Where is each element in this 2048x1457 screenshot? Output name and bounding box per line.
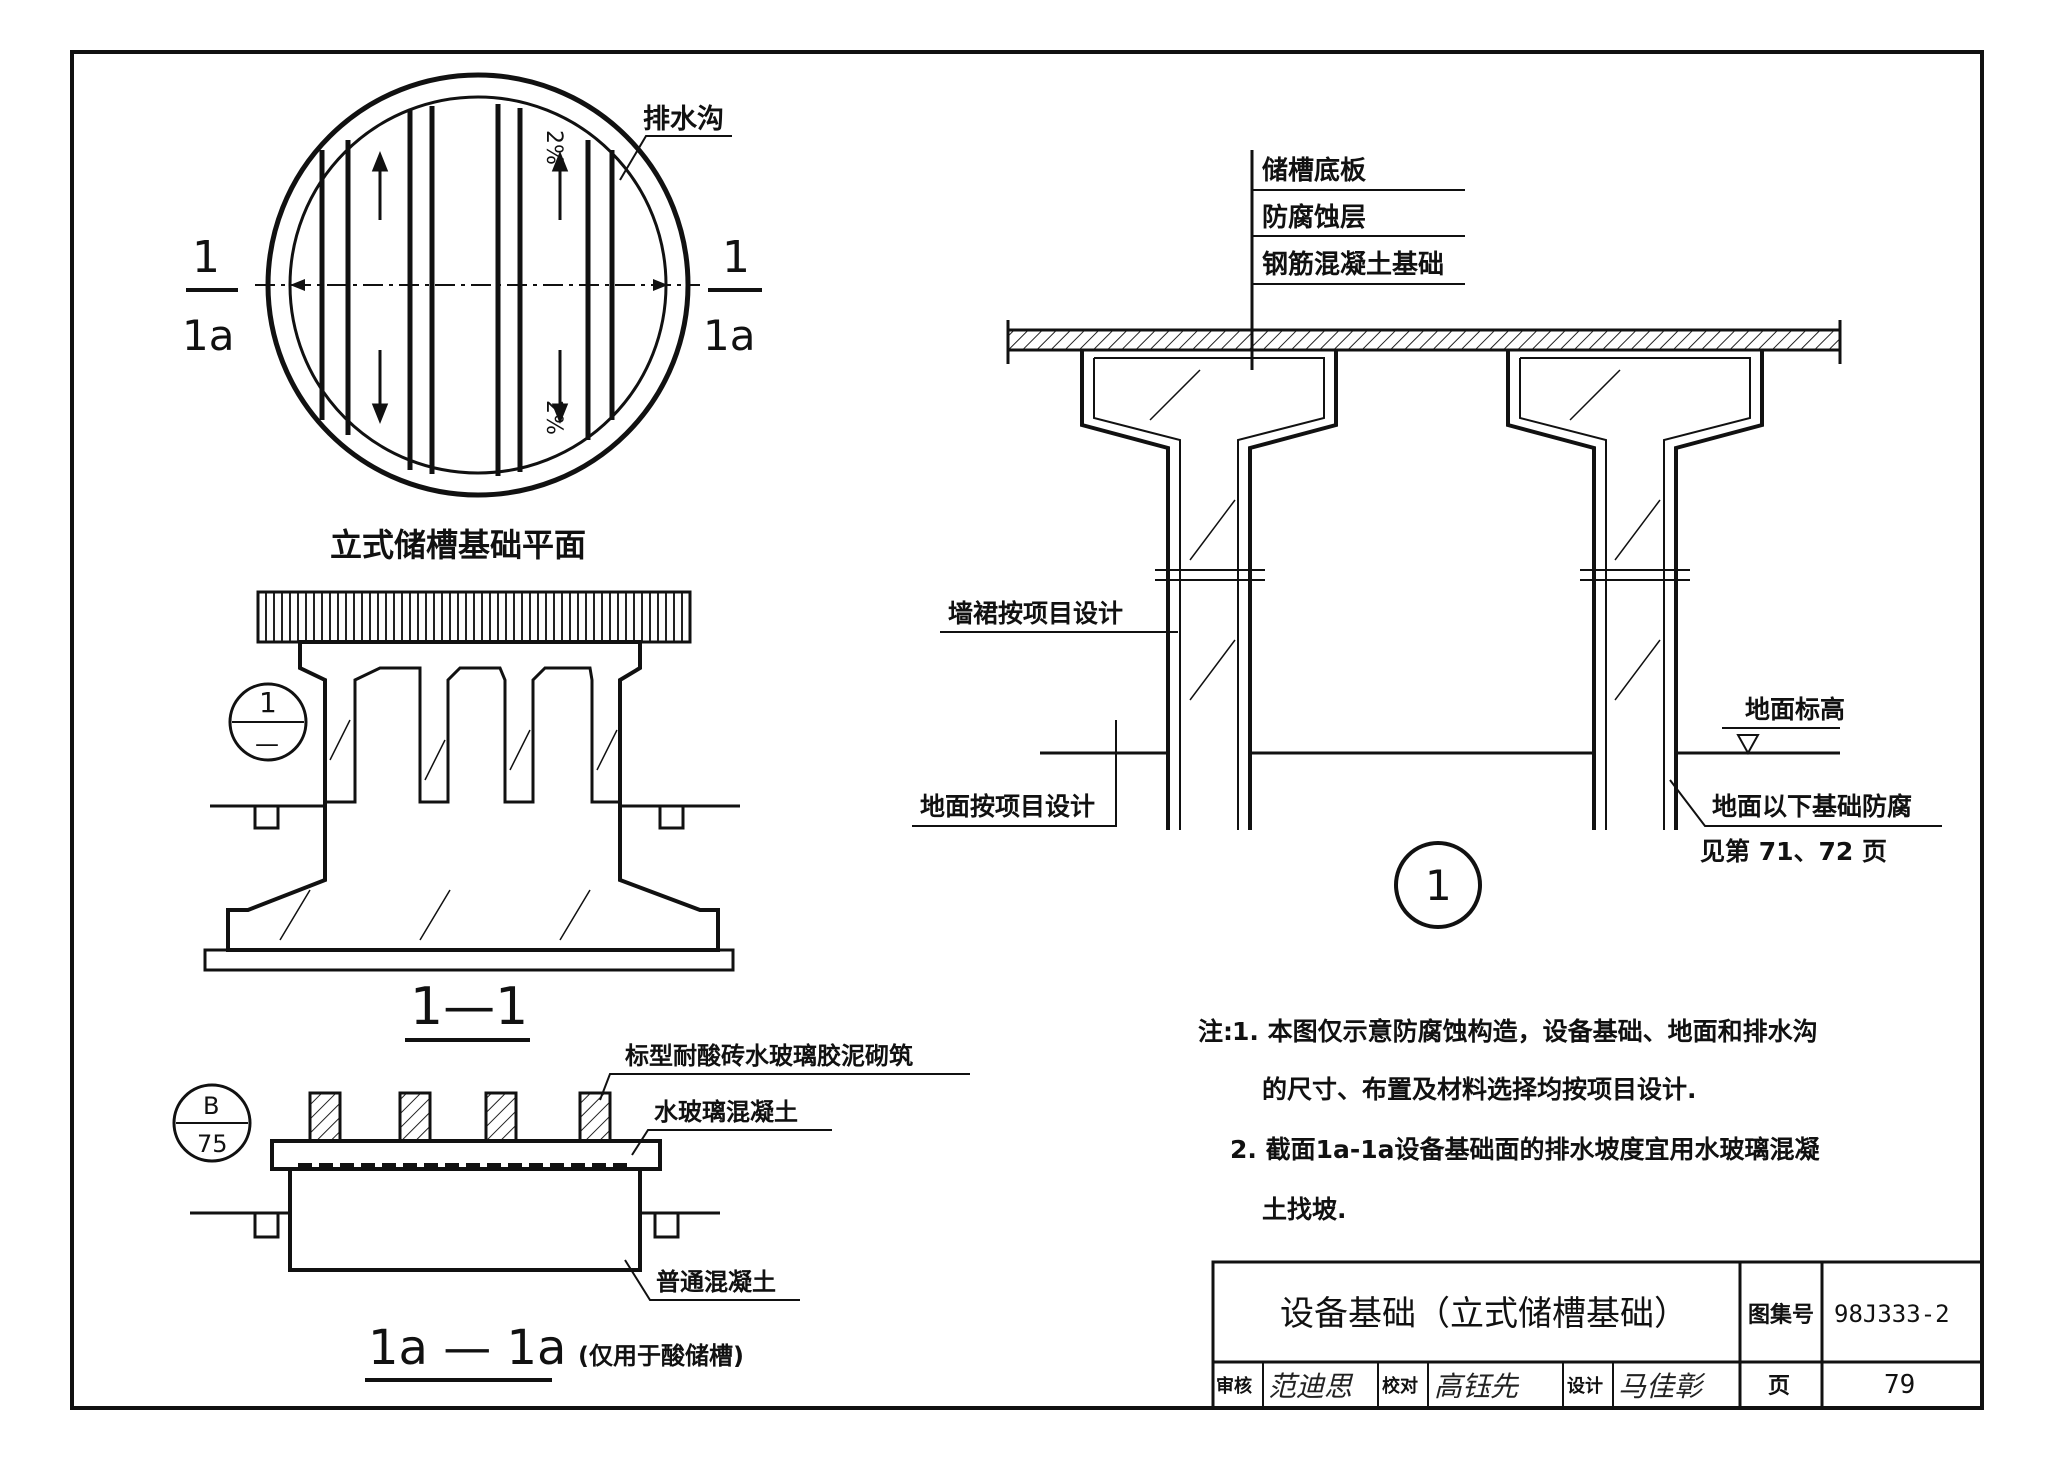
- title-block: [1211, 1260, 1984, 1410]
- section-1a-subtitle: (仅用于酸储槽): [578, 1342, 744, 1370]
- label-see-pages: 见第 71、72 页: [1700, 837, 1887, 866]
- right-pier-inner: [1519, 357, 1751, 830]
- notes-prefix: 注:: [1198, 1017, 1233, 1046]
- detail-ref-letter: B: [203, 1092, 219, 1120]
- leader-below-ground: [1669, 779, 1942, 827]
- note-line-1: 1. 本图仅示意防腐蚀构造，设备基础、地面和排水沟: [1232, 1017, 1818, 1046]
- slope-text-bottom: 2%: [541, 400, 566, 435]
- section-1a-title: 1a — 1a: [368, 1320, 566, 1376]
- label-ordinary-concrete: 普通混凝土: [656, 1268, 776, 1296]
- drain-leader: [619, 135, 732, 181]
- cut-right-number: 1: [722, 232, 750, 283]
- section-ref-denominator: —: [255, 730, 279, 758]
- drain-strips: [319, 104, 615, 476]
- concrete-hatch-lines: [279, 719, 618, 941]
- cut-arrows: [290, 279, 668, 291]
- gutter-left: [253, 806, 280, 830]
- foundation-outline: [298, 640, 642, 804]
- foundation-body: [226, 640, 720, 952]
- level-symbol: [1736, 734, 1760, 756]
- check-signature: 高钰先: [1434, 1370, 1520, 1403]
- label-rc-foundation: 钢筋混凝土基础: [1262, 249, 1444, 280]
- atlas-label: 图集号: [1748, 1302, 1814, 1328]
- section-1-1: 1 — 1—1: [203, 590, 740, 1042]
- note-line-4: 土找坡.: [1262, 1195, 1347, 1224]
- note-line-3: 2. 截面1a-1a设备基础面的排水坡度宜用水玻璃混凝: [1230, 1135, 1821, 1164]
- label-below-ground: 地面以下基础防腐: [1712, 792, 1912, 821]
- section-ref-number: 1: [259, 686, 277, 719]
- foundation-base: [203, 948, 735, 972]
- cut-left-denominator: 1a: [182, 311, 234, 360]
- left-pier-inner: [1093, 357, 1325, 830]
- detail-callout-circle: [1394, 841, 1482, 929]
- drawing-frame: [70, 50, 1984, 1410]
- review-signature: 范迪思: [1268, 1370, 1354, 1403]
- tank-bottom-hatch: [256, 590, 692, 644]
- left-pier-outer: [1080, 350, 1338, 830]
- pier-hatch-lines: [1149, 369, 1661, 701]
- right-pier-outer: [1506, 350, 1764, 830]
- section-1a-1a: B 75 标型耐酸砖水玻璃胶泥砌筑 水玻璃混凝土 普通混凝土 1a — 1a (…: [172, 1042, 970, 1382]
- label-wall-skirt: 墙裙按项目设计: [948, 599, 1123, 628]
- cut-right-denominator: 1a: [703, 311, 755, 360]
- drain-label: 排水沟: [643, 104, 724, 135]
- gutter-1a-right: [653, 1213, 680, 1239]
- note-line-2: 的尺寸、布置及材料选择均按项目设计.: [1262, 1075, 1697, 1104]
- acid-bricks: [308, 1091, 612, 1143]
- label-glass-concrete: 水玻璃混凝土: [654, 1098, 798, 1126]
- slope-text-top: 2%: [541, 130, 566, 165]
- check-label: 校对: [1382, 1375, 1418, 1397]
- detail-callout-number: 1: [1425, 861, 1452, 910]
- flow-arrows: [371, 150, 569, 425]
- label-tank-bottom: 储槽底板: [1262, 155, 1366, 186]
- label-anticorrosion-layer: 防腐蚀层: [1262, 203, 1366, 233]
- gutter-right: [658, 806, 685, 830]
- detail-ref-page: 75: [197, 1130, 228, 1158]
- leader-glass-concrete: [631, 1129, 832, 1156]
- gutter-1a-left: [253, 1213, 280, 1239]
- section-1-1-title: 1—1: [410, 977, 528, 1037]
- tank-bottom-plate: [1006, 328, 1842, 352]
- leader-acid-brick: [599, 1073, 970, 1101]
- label-floor: 地面按项目设计: [920, 792, 1095, 821]
- atlas-number: 98J333-2: [1834, 1300, 1950, 1328]
- title-block-title: 设备基础（立式储槽基础）: [1280, 1294, 1688, 1334]
- review-label: 审核: [1216, 1375, 1252, 1397]
- page-number: 79: [1884, 1370, 1915, 1400]
- label-acid-brick: 标型耐酸砖水玻璃胶泥砌筑: [625, 1042, 913, 1070]
- page-label: 页: [1768, 1374, 1790, 1399]
- glass-concrete-layer: [270, 1139, 662, 1171]
- section-ref-circle: [228, 682, 308, 762]
- leader-ordinary-concrete: [624, 1259, 800, 1301]
- break-marks: [1155, 569, 1690, 581]
- design-label: 设计: [1567, 1375, 1603, 1397]
- detail-ref-circle: [172, 1083, 252, 1163]
- plan-view: 2% 2% 1 1a 1 1a 排水沟 立式储槽基础平面: [182, 72, 762, 564]
- cut-left-number: 1: [192, 232, 220, 283]
- notes: 注: 1. 本图仅示意防腐蚀构造，设备基础、地面和排水沟 的尺寸、布置及材料选择…: [1198, 1017, 1821, 1224]
- design-signature: 马佳彰: [1618, 1370, 1706, 1403]
- plan-title: 立式储槽基础平面: [330, 526, 586, 564]
- concrete-base: [288, 1169, 642, 1272]
- leader-floor: [912, 790, 1117, 827]
- label-floor-level: 地面标高: [1745, 695, 1845, 724]
- detail-1: 储槽底板 防腐蚀层 钢筋混凝土基础 墙裙按项目设计 地面按项目设计 地面标高 地…: [912, 150, 1942, 929]
